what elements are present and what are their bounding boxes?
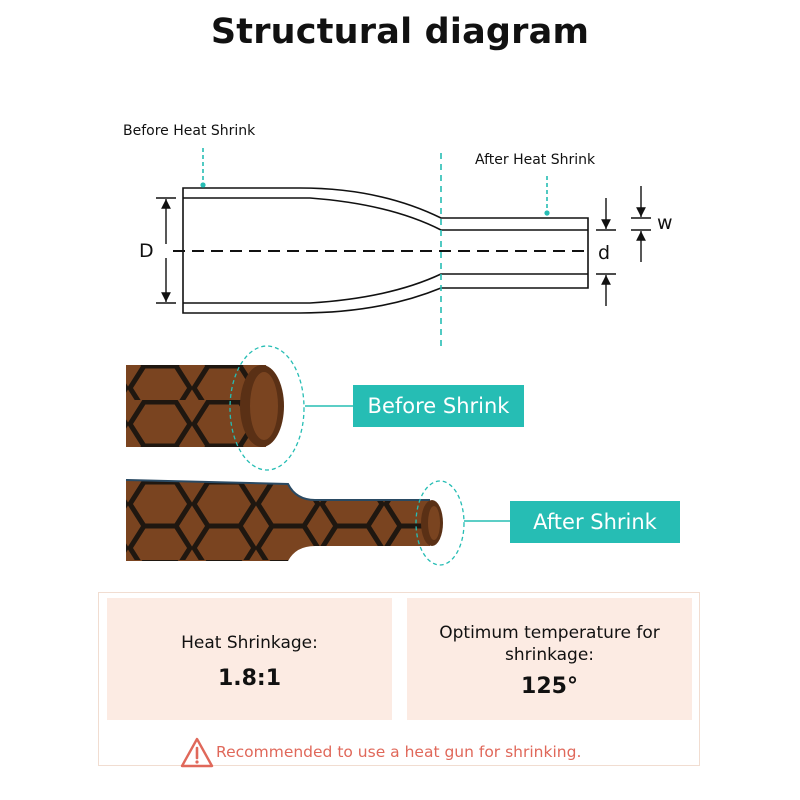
dimension-w bbox=[631, 186, 651, 262]
warning-triangle-icon bbox=[180, 737, 214, 768]
dimension-d-label: d bbox=[598, 242, 611, 264]
after-shrink-tag: After Shrink bbox=[510, 501, 680, 543]
temperature-card: Optimum temperature for shrinkage: 125° bbox=[407, 598, 692, 720]
temperature-label-line2: shrinkage: bbox=[504, 645, 595, 665]
dimension-w-label: w bbox=[657, 212, 673, 234]
temperature-value: 125° bbox=[521, 674, 578, 699]
heat-shrinkage-label: Heat Shrinkage: bbox=[181, 633, 318, 653]
tube-outline bbox=[182, 187, 589, 314]
dimension-D-label: D bbox=[139, 240, 154, 262]
page-title: Structural diagram bbox=[210, 12, 590, 52]
heat-gun-note: Recommended to use a heat gun for shrink… bbox=[180, 736, 650, 770]
after-heat-shrink-label: After Heat Shrink bbox=[475, 152, 596, 168]
after-leader-dot bbox=[544, 210, 550, 216]
heat-gun-note-text: Recommended to use a heat gun for shrink… bbox=[216, 743, 582, 761]
temperature-label-line1: Optimum temperature for bbox=[439, 623, 660, 643]
dimension-D bbox=[156, 197, 176, 304]
before-leader-dot bbox=[200, 182, 206, 188]
after-shrink-tube bbox=[125, 479, 510, 566]
dimension-d bbox=[596, 198, 616, 306]
heat-shrinkage-value: 1.8:1 bbox=[217, 666, 282, 691]
before-shrink-tag: Before Shrink bbox=[353, 385, 524, 427]
before-shrink-tube bbox=[126, 345, 353, 471]
info-panel bbox=[98, 592, 700, 766]
before-heat-shrink-label: Before Heat Shrink bbox=[123, 123, 256, 139]
heat-shrinkage-card: Heat Shrinkage: 1.8:1 bbox=[107, 598, 392, 720]
